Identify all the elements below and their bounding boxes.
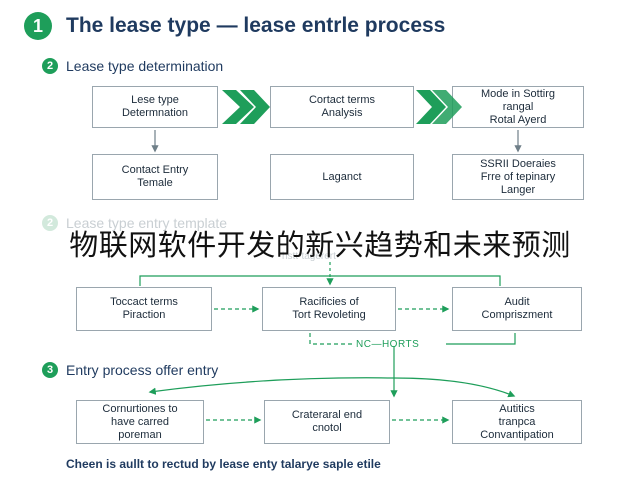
s2-box-audit-compriszment: Audit Compriszment	[452, 287, 582, 331]
s1-box-ssrii-doeraies: SSRII Doeraies Frre of tepinary Langer	[452, 154, 584, 200]
chevron-double-icon	[222, 90, 270, 124]
s1-box-mode-in-setting: Mode in Sottirg rangal Rotal Ayerd	[452, 86, 584, 128]
section-1-badge: 2	[42, 58, 58, 74]
section-3-header: 3 Entry process offer entry	[42, 360, 218, 380]
s1-box-contact-terms-analysis: Cortact terms Analysis	[270, 86, 414, 128]
section-3-badge: 3	[42, 362, 58, 378]
chevron-double-icon	[416, 90, 462, 124]
section-2-header: 2 Lease type entry template	[42, 213, 227, 233]
page-title: The lease type — lease entrle process	[66, 14, 446, 37]
section-3-label: Entry process offer entry	[66, 362, 219, 378]
s1-box-lease-type-determination: Lese type Determnation	[92, 86, 218, 128]
section-2-faded-caption: hstt-tagerert	[282, 251, 336, 262]
s3-box-crateraral-end-control: Crateraral end cnotol	[264, 400, 390, 444]
s2-box-contact-terms-piraction: Toccact terms Piraction	[76, 287, 212, 331]
title-row: 1 The lease type — lease entrle process	[24, 10, 445, 42]
title-step-badge: 1	[24, 12, 52, 40]
chinese-banner-headline: 物联网软件开发的新兴趋势和未来预测	[69, 228, 571, 262]
section-2-badge: 2	[42, 215, 58, 231]
s1-box-laganct: Laganct	[270, 154, 414, 200]
section-2-label: Lease type entry template	[66, 215, 228, 231]
loop-label: NC—HORTS	[356, 339, 420, 350]
section-1-header: 2 Lease type determination	[42, 56, 223, 76]
s2-box-racificies-revoleting: Racificies of Tort Revoleting	[262, 287, 396, 331]
section-1-label: Lease type determination	[66, 58, 224, 74]
s3-box-autitics-convantipation: Autitics tranpca Convantipation	[452, 400, 582, 444]
s1-box-contact-entry-template: Contact Entry Temale	[92, 154, 218, 200]
s3-box-cornurtiones: Cornurtiones to have carred poreman	[76, 400, 204, 444]
footer-caption: Cheen is aullt to rectud by lease enty t…	[66, 457, 381, 471]
